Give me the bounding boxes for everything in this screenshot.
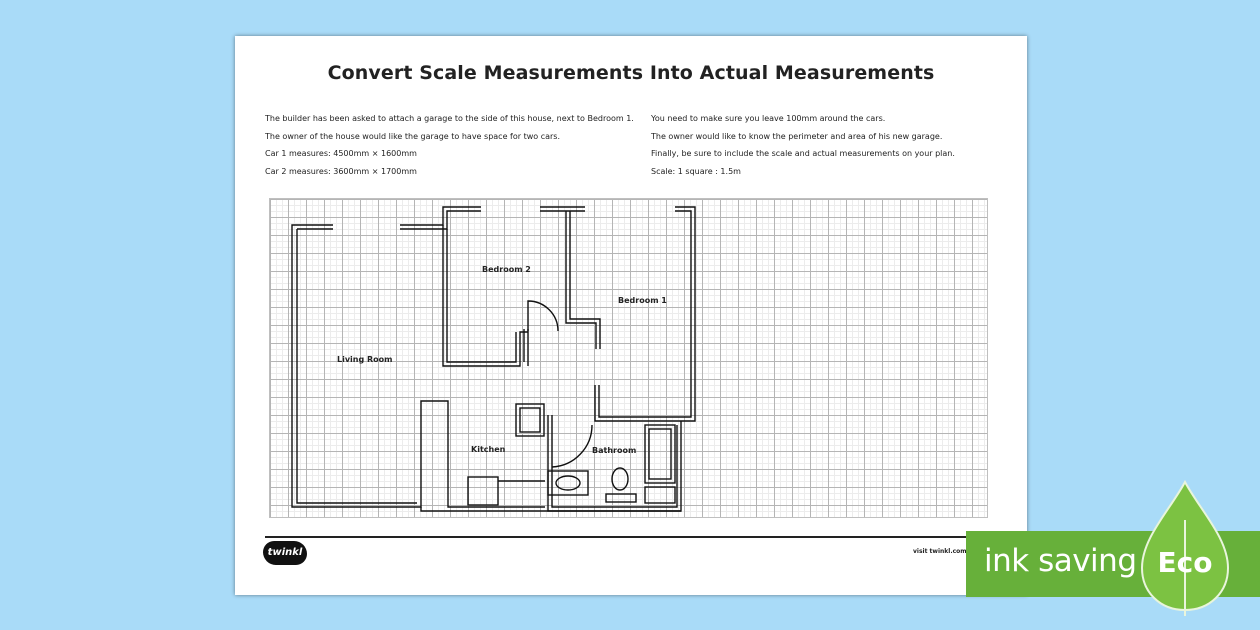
scale-label: Scale: 1 square : 1.5m <box>651 166 741 176</box>
floor-plan <box>291 206 696 512</box>
top-wall <box>400 206 481 230</box>
instruction-line: The builder has been asked to attach a g… <box>265 114 634 123</box>
bedroom2-wall <box>442 225 528 367</box>
instruction-line: Car 1 measures: 4500mm × 1600mm <box>265 149 417 158</box>
instruction-line: Car 2 measures: 3600mm × 1700mm <box>265 166 417 176</box>
eco-leaf-icon: Eco <box>1140 480 1230 616</box>
living-room-wall <box>291 224 545 508</box>
worksheet-page: Convert Scale Measurements Into Actual M… <box>235 36 1027 595</box>
instructions-right: You need to make sure you leave 100mm ar… <box>651 110 955 180</box>
instructions-left: The builder has been asked to attach a g… <box>265 110 634 180</box>
instruction-line: Finally, be sure to include the scale an… <box>651 149 955 158</box>
visit-link: visit twinkl.com <box>913 548 967 555</box>
instruction-line: The owner of the house would like the ga… <box>265 131 560 141</box>
room-label-living-room: Living Room <box>337 355 393 364</box>
eco-label: Eco <box>1158 546 1213 579</box>
bedroom1-wall <box>565 211 601 349</box>
worksheet-title: Convert Scale Measurements Into Actual M… <box>327 62 935 84</box>
twinkl-logo: twinkl <box>263 541 307 565</box>
room-label-kitchen: Kitchen <box>471 445 506 454</box>
room-label-bathroom: Bathroom <box>592 446 637 455</box>
ink-saving-label: ink saving <box>984 543 1137 579</box>
instruction-line: The owner would like to know the perimet… <box>651 131 943 141</box>
instruction-line: You need to make sure you leave 100mm ar… <box>651 114 886 123</box>
room-label-bedroom2: Bedroom 2 <box>482 265 531 274</box>
footer-divider <box>265 536 1001 538</box>
graph-paper-grid: Bedroom 2 Bedroom 1 Living Room Kitchen … <box>269 198 988 518</box>
door-arc <box>527 300 559 332</box>
room-label-bedroom1: Bedroom 1 <box>618 296 667 305</box>
right-wall <box>594 206 696 422</box>
